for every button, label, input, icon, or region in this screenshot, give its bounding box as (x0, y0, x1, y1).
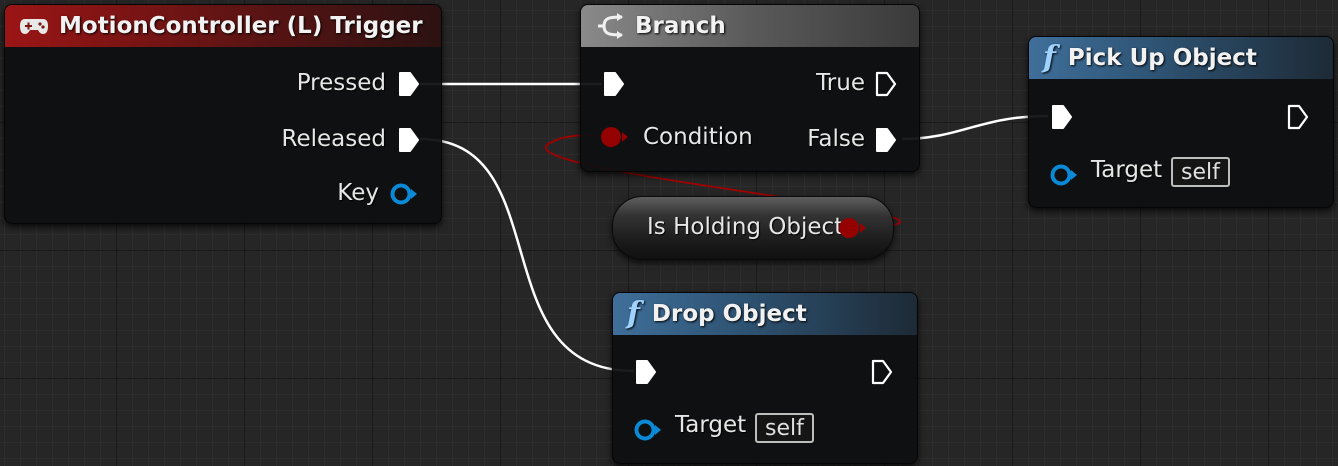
branch-node-title: Branch (635, 13, 726, 39)
exec-pin-pressed-icon[interactable] (398, 71, 420, 97)
pickup-target-value[interactable]: self (1171, 157, 1230, 187)
pin-label-key: Key (337, 180, 379, 206)
exec-pin-released-icon[interactable] (398, 127, 420, 153)
exec-pin-drop-out-icon[interactable] (871, 359, 893, 385)
event-node-motioncontroller-trigger[interactable]: MotionController (L) Trigger Pressed Rel… (4, 4, 442, 224)
variable-label: Is Holding Object (647, 214, 844, 240)
bool-pin-output-icon[interactable] (837, 215, 867, 241)
exec-pin-pickup-out-icon[interactable] (1287, 104, 1309, 130)
branch-icon (595, 12, 625, 40)
exec-pin-pickup-in-icon[interactable] (1051, 104, 1073, 130)
pin-label-true: True (816, 70, 865, 96)
pickup-node-title: Pick Up Object (1067, 45, 1257, 71)
key-struct-pin-icon[interactable] (389, 181, 419, 207)
pin-label-false: False (807, 126, 865, 152)
function-icon: f (1043, 40, 1056, 75)
branch-node[interactable]: Branch True Condition False (580, 4, 920, 172)
target-pin-drop-icon[interactable] (633, 417, 663, 443)
bool-pin-condition-icon[interactable] (599, 124, 629, 150)
wire-false-to-pickup[interactable] (901, 114, 1049, 141)
function-node-drop-object[interactable]: f Drop Object Target self (612, 292, 918, 464)
drop-target-value[interactable]: self (755, 413, 814, 443)
exec-pin-false-icon[interactable] (875, 127, 897, 153)
event-node-header[interactable]: MotionController (L) Trigger (5, 5, 441, 47)
branch-node-header[interactable]: Branch (581, 5, 919, 47)
wire-released-to-drop[interactable] (419, 137, 635, 373)
pin-label-released: Released (281, 126, 386, 152)
pickup-target-label: Target (1091, 157, 1163, 183)
pin-label-condition: Condition (643, 124, 753, 150)
gamepad-icon (19, 16, 49, 36)
pin-label-pressed: Pressed (296, 70, 386, 96)
drop-node-header[interactable]: f Drop Object (613, 293, 917, 335)
pickup-node-header[interactable]: f Pick Up Object (1029, 37, 1333, 79)
drop-target-label: Target (675, 412, 747, 438)
target-pin-pickup-icon[interactable] (1049, 162, 1079, 188)
function-node-pick-up-object[interactable]: f Pick Up Object Target self (1028, 36, 1334, 208)
variable-node-is-holding-object[interactable]: Is Holding Object (612, 196, 894, 260)
exec-pin-drop-in-icon[interactable] (635, 359, 657, 385)
drop-node-title: Drop Object (651, 301, 807, 327)
exec-pin-true-icon[interactable] (875, 71, 897, 97)
function-icon: f (627, 296, 640, 331)
event-node-title: MotionController (L) Trigger (59, 13, 423, 39)
exec-pin-branch-in-icon[interactable] (603, 71, 625, 97)
